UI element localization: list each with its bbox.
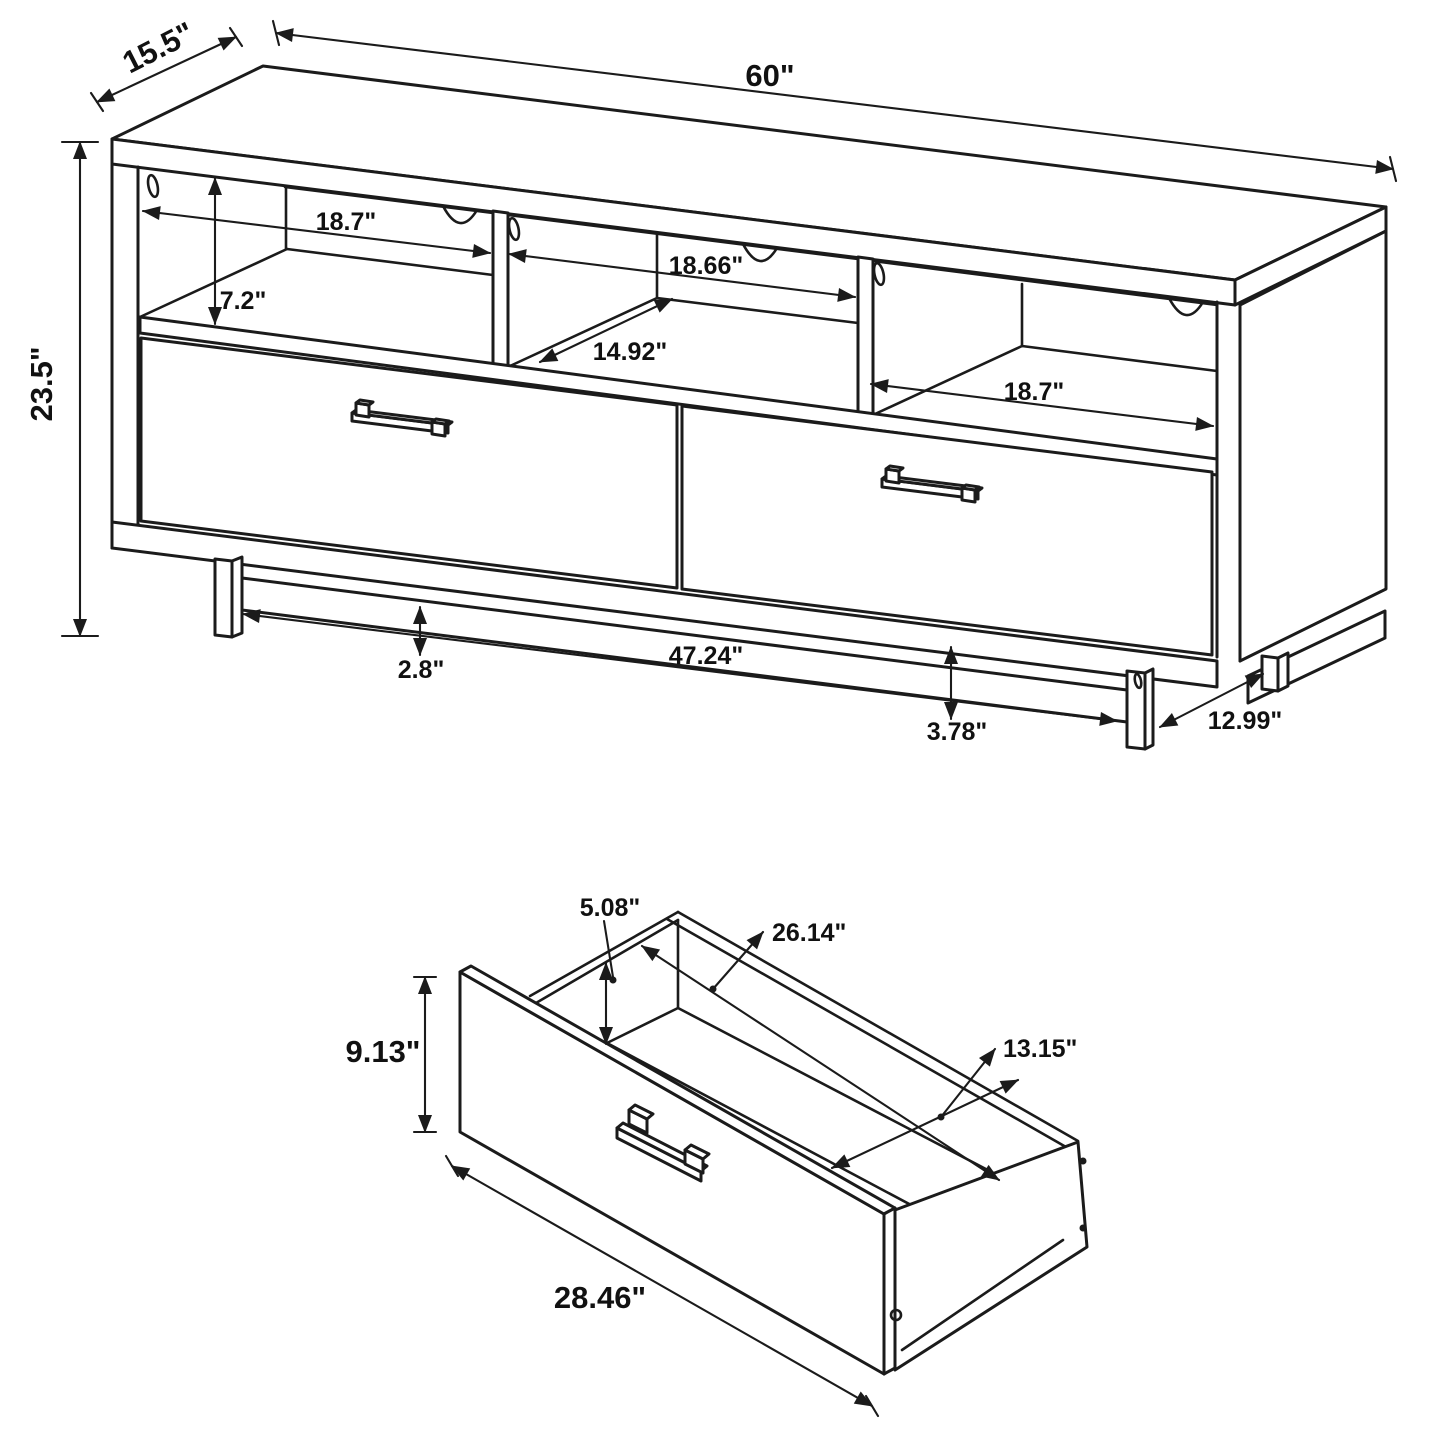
dim-box-side-height: 5.08": [580, 894, 641, 1046]
drawer-front-right: [680, 404, 1214, 657]
handle-tab-top: [960, 483, 981, 492]
dim-leader: [939, 1047, 997, 1119]
dim-line: [241, 609, 1119, 726]
dim-line: [274, 28, 1395, 174]
dim-line: [95, 35, 238, 104]
front-right-leg-side: [1143, 667, 1155, 751]
back-right-foot: [1260, 654, 1280, 693]
dim-label: 2.8": [398, 656, 445, 684]
dim-label: 7.2": [220, 287, 267, 315]
dim-height-23-5: 23.5": [24, 140, 100, 638]
left-side-top-edges: [528, 910, 680, 1005]
handle-tab-top: [884, 464, 905, 473]
right-panel-front-edges: [1215, 300, 1242, 663]
back-right-foot-side: [1276, 651, 1290, 693]
right-side-bottom-inner-edge: [900, 1238, 1065, 1352]
dim-line: [450, 1164, 874, 1408]
dim-label-depth: 15.5": [117, 15, 200, 80]
front-left-leg-side: [230, 555, 244, 639]
dim-cubby3-width: 18.7": [869, 378, 1215, 431]
dim-cubby1-width: 18.7": [141, 206, 492, 258]
dim-ticks: [412, 975, 438, 1134]
console-view: 60" 15.5" 23.5" 18.7" 7.2": [24, 15, 1398, 751]
console-drawers: [139, 336, 1214, 657]
handle-tab-top: [430, 417, 451, 426]
dim-label-width: 60": [745, 58, 794, 93]
front-panel-right-end: [882, 1206, 897, 1376]
drawer-dimensions: 9.13" 5.08" 26.14" 13.15": [345, 894, 1077, 1418]
right-panel-outer-face: [1238, 229, 1388, 663]
dim-label: 9.13": [345, 1034, 420, 1069]
dim-cubby-height: 7.2": [208, 176, 267, 326]
dim-leg-height: 3.78": [927, 645, 988, 746]
left-panel-front-edges: [110, 162, 140, 550]
cam-hole-marker: [507, 216, 521, 242]
dim-label-height: 23.5": [24, 346, 59, 421]
dim-ticks: [444, 1154, 880, 1418]
dim-interior-depth: 13.15": [830, 1035, 1077, 1170]
dim-leader: [711, 930, 765, 991]
cam-hole-marker: [872, 261, 886, 287]
dim-line: [538, 297, 674, 364]
dim-label: 18.66": [669, 252, 743, 280]
dim-front-leg-span: 47.24": [241, 609, 1119, 726]
console-top-panel: [110, 64, 1388, 307]
leader-dot: [609, 976, 617, 984]
shelf-divider-2: [856, 255, 875, 416]
dim-cubby-depth: 14.92": [538, 297, 674, 366]
dim-ticks: [271, 19, 1398, 183]
dim-width-60: 60": [271, 19, 1398, 183]
dim-label: 18.7": [316, 208, 377, 236]
screw-hole: [889, 1308, 903, 1322]
dim-line: [869, 379, 1215, 431]
dim-line: [1158, 672, 1265, 729]
drawer-front-left: [139, 336, 679, 590]
dim-label: 12.99": [1208, 707, 1282, 735]
front-left-leg: [213, 557, 234, 639]
console-dimensions: 60" 15.5" 23.5" 18.7" 7.2": [24, 15, 1398, 746]
dim-label: 13.15": [1003, 1035, 1077, 1063]
dim-label: 18.7": [1004, 378, 1065, 406]
dim-ticks: [89, 26, 244, 113]
dim-side-leg-span: 12.99": [1158, 672, 1282, 735]
right-plinth-rail: [1246, 609, 1387, 705]
dim-label: 14.92": [593, 338, 667, 366]
console-carcass: [110, 162, 1388, 663]
screw-hole: [1079, 1224, 1087, 1232]
shelf-divider-1: [491, 209, 510, 368]
dim-label: 28.46": [554, 1280, 646, 1315]
dim-label: 47.24": [669, 642, 743, 670]
dim-label: 26.14": [772, 919, 846, 947]
dim-label: 5.08": [580, 894, 641, 922]
cam-hole-marker: [146, 173, 160, 199]
drawer-view: 9.13" 5.08" 26.14" 13.15": [345, 894, 1089, 1418]
dim-cubby2-width: 18.66": [507, 249, 857, 302]
dim-line: [507, 249, 857, 302]
dim-ticks: [60, 140, 100, 638]
drawer-handle-right: [880, 464, 984, 504]
handle-tab-top: [354, 398, 375, 407]
screw-hole: [1079, 1157, 1087, 1165]
cam-hole-marker: [1133, 672, 1143, 690]
dim-line: [141, 206, 492, 258]
dim-label: 3.78": [927, 718, 988, 746]
dim-front-width: 28.46": [444, 1154, 880, 1418]
drawer-handle-left: [350, 398, 454, 438]
dim-front-height: 9.13": [345, 975, 438, 1134]
dim-line: [830, 1078, 1020, 1170]
shelf-board-front-face: [138, 315, 1219, 477]
